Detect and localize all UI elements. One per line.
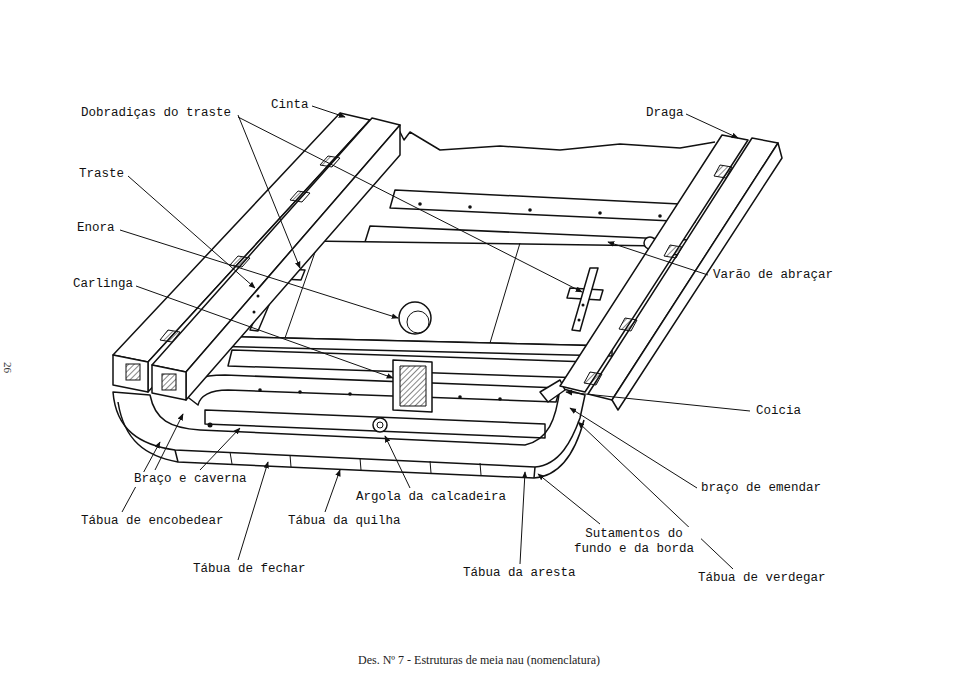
part-label: Enora xyxy=(76,221,116,236)
part-label: Varão de abraçar xyxy=(712,268,834,283)
part-label: Tábua de fechar xyxy=(192,562,307,577)
part-label: Braço e caverna xyxy=(133,472,248,487)
part-label: Tábua de verdegar xyxy=(697,571,827,586)
part-label: Argola da calcadeira xyxy=(355,490,507,505)
part-label: Cinta xyxy=(270,98,310,113)
figure-caption: Des. Nº 7 - Estruturas de meia nau (nome… xyxy=(358,653,600,668)
part-label: Traste xyxy=(78,167,125,182)
part-label: Tábua da aresta xyxy=(462,566,577,581)
part-label: Coicia xyxy=(755,404,802,419)
part-label: Sutamentos do fundo e da borda xyxy=(567,527,701,557)
part-label: Tábua da quilha xyxy=(287,514,402,529)
part-label: Draga xyxy=(645,106,685,121)
part-label: Tábua de encobedear xyxy=(80,514,225,529)
part-label: Carlinga xyxy=(72,277,134,292)
part-label: Dobradiças do traste xyxy=(80,106,232,121)
page-number: 26 xyxy=(2,362,14,373)
part-label: braço de emendar xyxy=(700,481,822,496)
